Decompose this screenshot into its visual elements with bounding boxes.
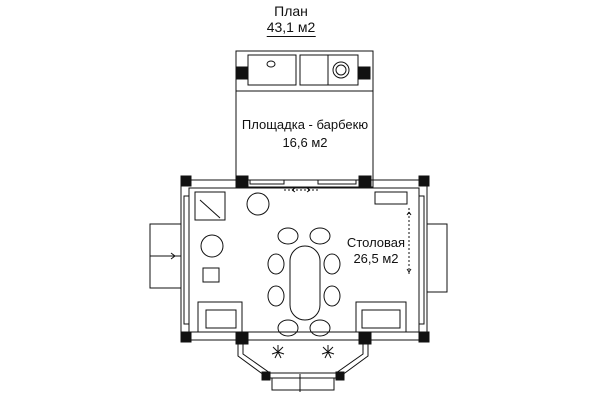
- wall-columns: [180, 175, 430, 345]
- sofa-right: [355, 301, 407, 333]
- corner-cabinet: [194, 191, 408, 221]
- bay-window: [237, 342, 369, 392]
- side-door-right: [426, 223, 448, 293]
- room-name-dining: Столовая: [346, 235, 406, 250]
- sliding-door: [249, 179, 357, 193]
- dining-table: [267, 227, 341, 337]
- room-area-dining: 26,5 м2: [353, 251, 399, 266]
- plan-total-area: 43,1 м2: [266, 19, 316, 38]
- room-name-bbq: Площадка - барбекю: [241, 117, 369, 132]
- armchair: [200, 192, 270, 283]
- side-door-left: [149, 223, 182, 289]
- column: [235, 66, 249, 80]
- sofa-left: [197, 301, 243, 333]
- plant: [271, 345, 335, 359]
- room-area-bbq: 16,6 м2: [282, 135, 328, 150]
- plan-title: План: [274, 3, 308, 19]
- column: [357, 66, 371, 80]
- bbq-counter: [247, 54, 359, 86]
